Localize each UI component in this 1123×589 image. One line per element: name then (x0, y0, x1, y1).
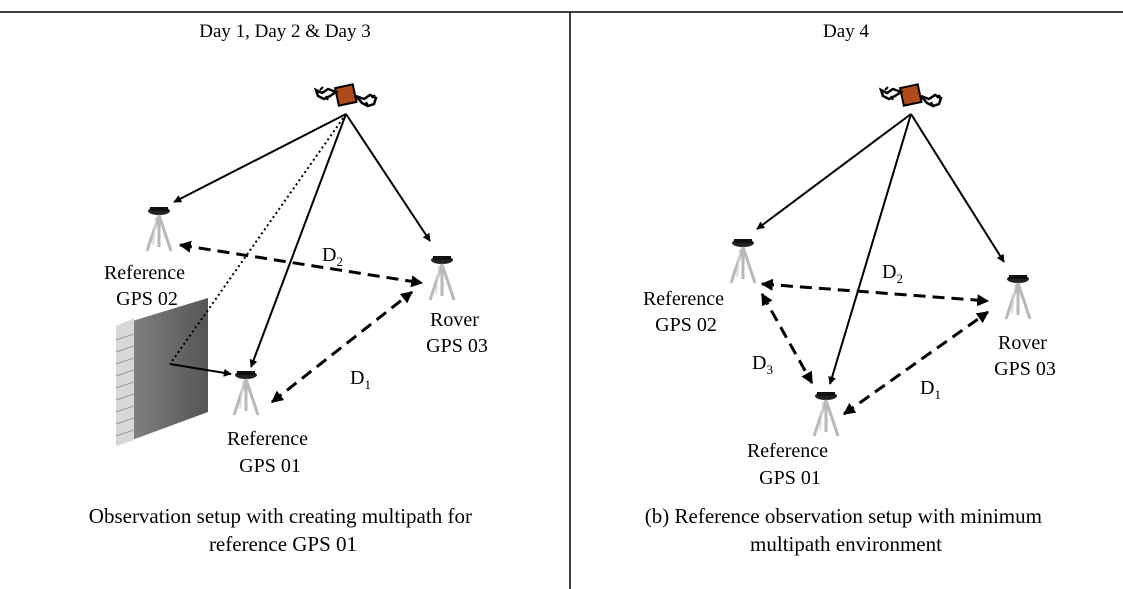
ref01-tripod-icon (812, 390, 840, 438)
right-caption: (b) Reference observation setup with min… (645, 504, 1047, 556)
right-ref02-label: Reference GPS 02 (643, 288, 729, 336)
right-d2-label: D2 (882, 261, 903, 286)
signal-to-ref01 (828, 113, 912, 385)
rover-tripod-icon (1004, 273, 1032, 321)
left-heading: Day 1, Day 2 & Day 3 (199, 21, 371, 42)
rover-tripod-icon (428, 254, 456, 302)
wall-obstruction (115, 298, 208, 446)
ref01-tripod-icon (232, 369, 260, 417)
left-d1-label: D1 (350, 367, 371, 392)
multipath-ray (169, 113, 347, 365)
distance-d3-line (760, 292, 814, 385)
signal-to-rover (345, 113, 431, 242)
ref02-tripod-icon (729, 237, 757, 285)
satellite-icon (314, 83, 378, 108)
left-ref02-label: Reference GPS 02 (104, 262, 190, 310)
distance-d2-line (178, 240, 424, 288)
distance-d1-line (271, 290, 413, 404)
reflected-ray (169, 363, 232, 377)
signal-to-ref02 (173, 113, 347, 203)
signal-to-rover (910, 113, 1005, 263)
right-rover-label: Rover GPS 03 (994, 332, 1056, 380)
right-ref01-label: Reference GPS 01 (747, 440, 833, 489)
signal-to-ref01 (249, 113, 347, 368)
right-d1-label: D1 (920, 377, 941, 402)
left-caption: Observation setup with creating multipat… (89, 504, 477, 556)
left-ref01-label: Reference GPS 01 (227, 428, 313, 477)
left-rover-label: Rover GPS 03 (426, 309, 488, 357)
right-d3-label: D3 (752, 352, 773, 377)
right-heading: Day 4 (823, 21, 869, 42)
left-panel: Day 1, Day 2 & Day 3 (89, 21, 488, 556)
left-d2-label: D2 (322, 244, 343, 269)
ref02-tripod-icon (145, 205, 173, 253)
distance-d1-line (843, 310, 989, 416)
satellite-icon (879, 83, 943, 108)
distance-d2-line (760, 278, 990, 307)
right-panel: Day 4 Reference GPS 02 Rover GPS 03 Refe… (643, 21, 1056, 556)
signal-to-ref02 (756, 113, 912, 230)
